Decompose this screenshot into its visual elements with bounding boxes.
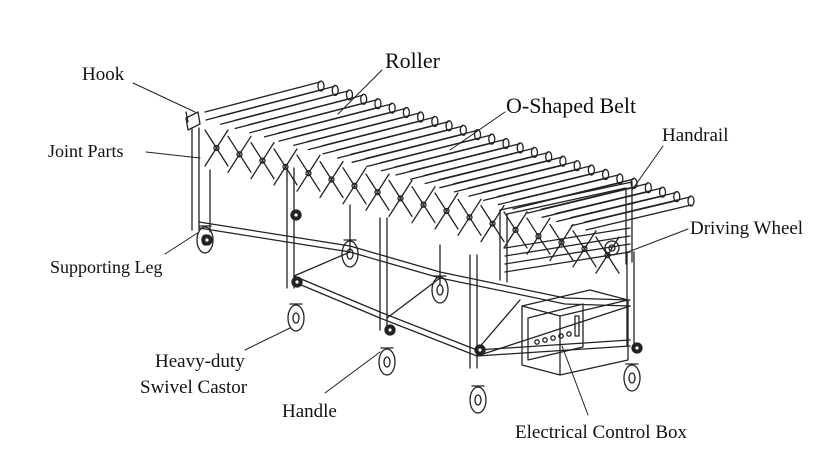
rollers bbox=[204, 80, 695, 231]
label-hook: Hook bbox=[82, 64, 125, 85]
roller bbox=[584, 195, 695, 231]
label-o-shaped-belt: O-Shaped Belt bbox=[506, 93, 637, 118]
roller bbox=[204, 80, 325, 121]
label-driving-wheel: Driving Wheel bbox=[690, 218, 804, 239]
handle-knob bbox=[474, 344, 486, 356]
electrical-control-box bbox=[521, 289, 629, 376]
lower-frame bbox=[198, 221, 631, 357]
driving-wheel bbox=[504, 227, 631, 273]
handle-knob bbox=[384, 324, 396, 336]
label-joint-parts: Joint Parts bbox=[48, 141, 124, 161]
scissor-joint bbox=[457, 198, 482, 236]
scissor-joint bbox=[503, 211, 528, 249]
scissor-joint bbox=[342, 167, 367, 205]
label-handrail: Handrail bbox=[662, 125, 729, 146]
scissor-joint bbox=[227, 135, 252, 173]
handle-knob bbox=[201, 234, 213, 246]
label-supporting-leg: Supporting Leg bbox=[50, 257, 163, 277]
joint-parts bbox=[204, 129, 620, 274]
hook bbox=[185, 111, 201, 131]
label-electrical-control-box: Electrical Control Box bbox=[515, 422, 688, 443]
scissor-joint bbox=[434, 192, 459, 230]
supporting-legs bbox=[191, 127, 635, 369]
castor-wheel bbox=[623, 363, 641, 392]
castor-wheel bbox=[341, 239, 359, 268]
scissor-joint bbox=[388, 179, 413, 218]
handle-knob bbox=[631, 342, 643, 354]
label-swivel-castor: Swivel Castor bbox=[140, 377, 248, 398]
label-roller: Roller bbox=[385, 48, 440, 73]
label-handle: Handle bbox=[282, 401, 337, 422]
castor-wheel bbox=[469, 385, 487, 414]
handle-knob bbox=[291, 276, 303, 288]
scissor-joint bbox=[365, 173, 390, 211]
label-heavy-duty: Heavy-duty bbox=[155, 351, 245, 372]
scissor-joint bbox=[411, 186, 436, 224]
scissor-joint bbox=[549, 223, 574, 262]
castor-wheel bbox=[378, 347, 396, 376]
scissor-joint bbox=[319, 160, 344, 199]
handles bbox=[201, 209, 643, 356]
scissor-joint bbox=[296, 154, 321, 192]
castor-wheel bbox=[431, 275, 449, 304]
scissor-joint bbox=[250, 141, 275, 180]
handrail bbox=[499, 181, 633, 283]
scissor-joint bbox=[204, 129, 229, 167]
castor-wheels bbox=[196, 225, 641, 414]
scissor-joint bbox=[526, 217, 551, 255]
scissor-joint bbox=[273, 148, 298, 186]
leader-lines bbox=[132, 69, 689, 416]
castor-wheel bbox=[287, 303, 305, 332]
handle-knob bbox=[290, 209, 302, 221]
